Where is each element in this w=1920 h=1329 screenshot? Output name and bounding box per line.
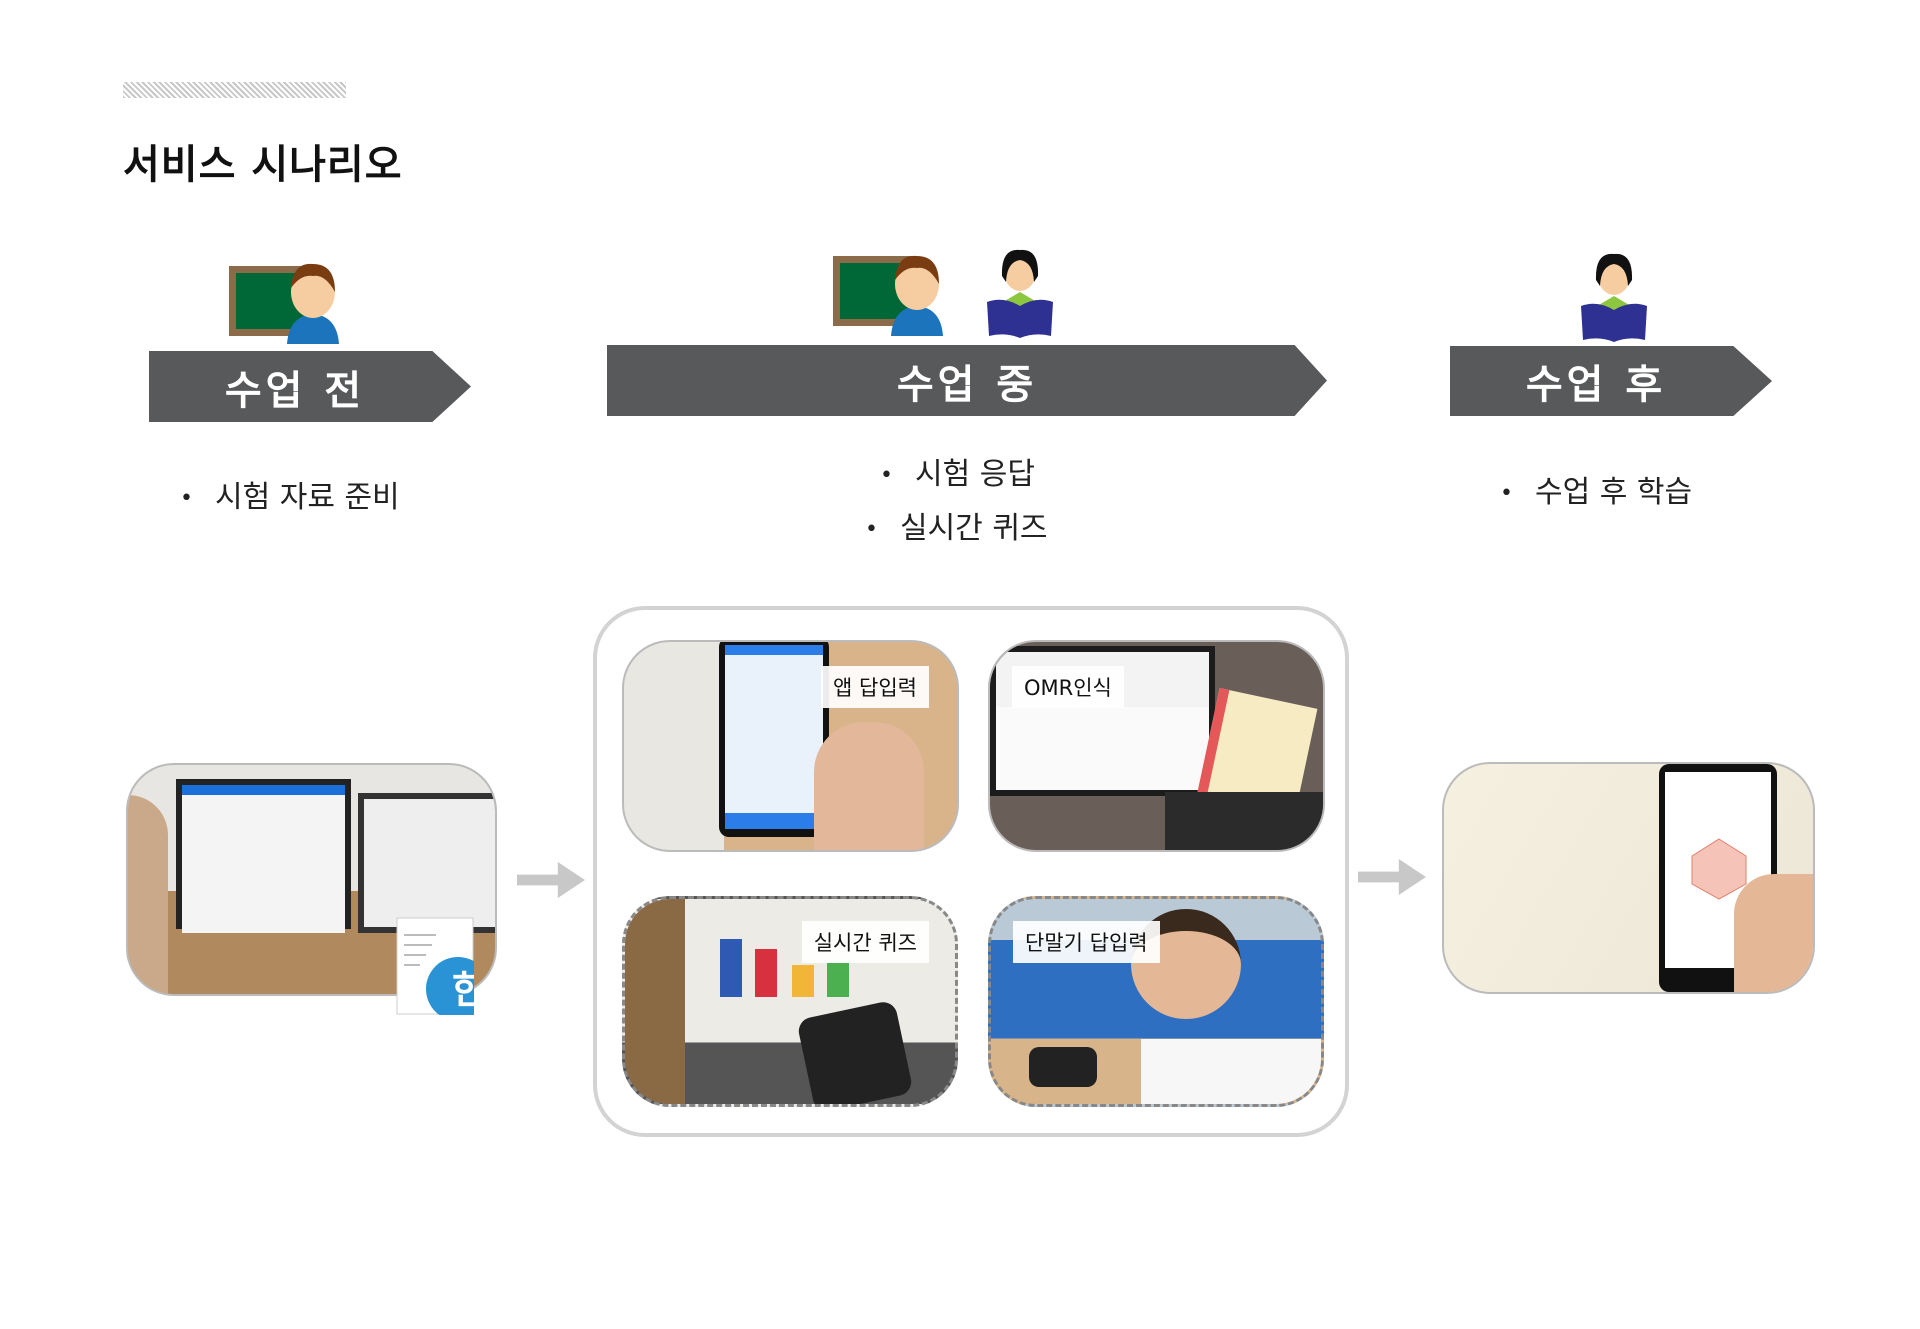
bullet-item: 수업 후 학습	[1500, 467, 1692, 511]
method-label: OMR인식	[1012, 666, 1124, 708]
hwp-document-icon: 한	[396, 917, 474, 1015]
page-title: 서비스 시나리오	[123, 142, 403, 188]
flow-arrow-icon	[517, 862, 585, 898]
teacher-blackboard-icon	[833, 255, 943, 336]
app-answer-photo: 앱 답입력	[622, 640, 959, 852]
phase-after-class: 수업 후	[1450, 346, 1772, 416]
bullet-item: 시험 자료 준비	[180, 472, 400, 516]
clicker-answer-photo: 단말기 답입력	[988, 896, 1324, 1107]
bullet-item: 시험 응답	[880, 449, 1035, 493]
method-label: 단말기 답입력	[1013, 921, 1160, 963]
live-quiz-photo: 실시간 퀴즈	[622, 896, 958, 1107]
teacher-blackboard-icon	[229, 263, 339, 344]
omr-scan-photo: OMR인식	[988, 640, 1325, 852]
after-class-analysis-photo	[1442, 762, 1815, 994]
radar-chart-icon	[1691, 838, 1747, 900]
svg-text:한: 한	[452, 968, 474, 1012]
decorative-hatch-bar	[123, 82, 346, 98]
method-label: 앱 답입력	[821, 666, 929, 708]
bullet-item: 실시간 퀴즈	[865, 503, 1048, 547]
during-class-methods-panel	[593, 606, 1349, 1137]
method-label: 실시간 퀴즈	[801, 921, 929, 963]
student-reading-icon	[987, 249, 1053, 338]
student-reading-icon	[1581, 253, 1647, 342]
flow-arrow-icon	[1358, 859, 1426, 895]
phase-during-class: 수업 중	[607, 345, 1327, 416]
phase-before-class: 수업 전	[149, 351, 471, 422]
